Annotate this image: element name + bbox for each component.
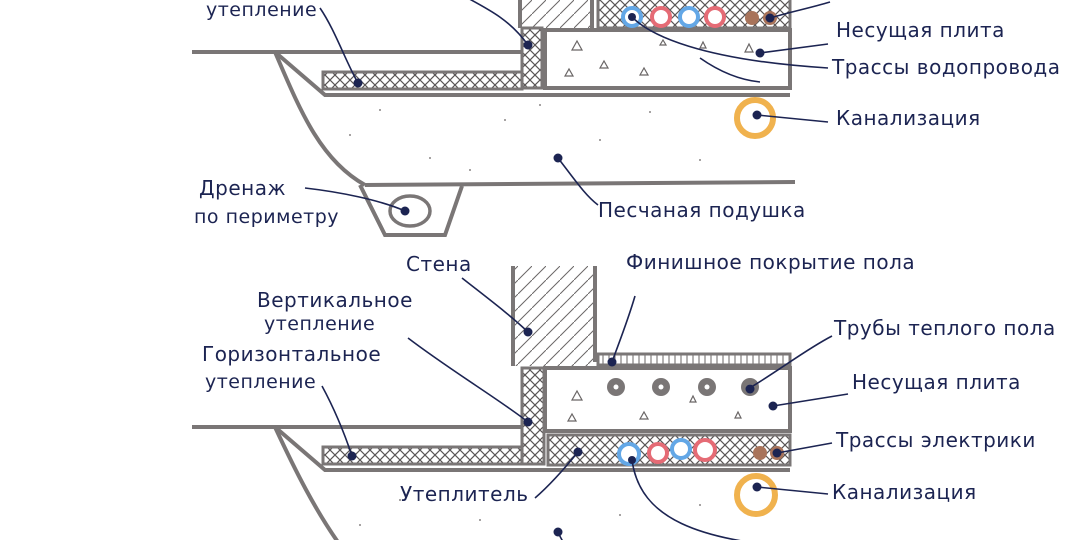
drainage-trench-top <box>358 184 464 237</box>
label-drainage-line1: Дренаж <box>199 176 286 200</box>
excavation-top <box>273 50 790 97</box>
horizontal-insulation-bottom <box>321 445 524 466</box>
vertical-insulation-top <box>520 26 544 90</box>
utility-pipe-3 <box>670 438 692 460</box>
label-finish-floor: Финишное покрытие пола <box>626 250 916 274</box>
label-electric-lines: Трассы электрики <box>836 428 1036 452</box>
electric-cable-1 <box>753 446 767 460</box>
wall-outline-bottom <box>511 266 597 366</box>
label-vertical-insulation-line2: утепление <box>264 313 376 335</box>
wall-bottom <box>513 266 595 366</box>
water-pipe-3 <box>678 6 700 28</box>
vertical-insulation-bottom <box>520 366 546 466</box>
label-bearing-slab-bottom: Несущая плита <box>852 370 1021 394</box>
insulator-layer-bottom <box>546 433 792 467</box>
label-sewer-top: Канализация <box>836 106 981 130</box>
sewer-pipe-bottom <box>734 473 778 517</box>
finish-floor <box>596 352 792 367</box>
horizontal-insulation-top <box>321 70 524 91</box>
sewer-pipe-top <box>734 97 776 139</box>
water-pipe-4 <box>704 6 726 28</box>
floor-heating-pipes <box>607 378 759 396</box>
label-sewer-bottom: Канализация <box>832 480 977 504</box>
label-horizontal-insulation-line1: Горизонтальное <box>202 342 382 366</box>
drainage-pipe <box>388 194 432 228</box>
label-vertical-insulation-line1: Вертикальное <box>257 288 413 312</box>
wall-top <box>520 0 592 28</box>
cable-1 <box>745 11 759 25</box>
label-wall: Стена <box>406 252 472 276</box>
wall-outline-top <box>518 0 594 28</box>
label-horizontal-insulation-line2: утепление <box>205 371 317 393</box>
utility-pipe-4 <box>693 438 717 462</box>
sand-cushion-bottom-top <box>364 180 796 187</box>
top-section <box>192 0 831 237</box>
label-floor-heating-pipes: Трубы теплого пола <box>834 316 1056 340</box>
label-sand-cushion: Песчаная подушка <box>598 198 806 222</box>
label-water-lines: Трассы водопровода <box>832 55 1061 79</box>
water-pipe-2 <box>650 6 672 28</box>
label-drainage-line2: по периметру <box>194 206 340 228</box>
label-bearing-slab-top: Несущая плита <box>836 18 1005 42</box>
excavation-bottom <box>273 425 790 472</box>
label-insulator: Утеплитель <box>400 482 529 506</box>
bottom-section <box>192 266 849 540</box>
label-insulation-partial: утепление <box>206 0 318 21</box>
utility-pipe-2 <box>647 442 669 464</box>
